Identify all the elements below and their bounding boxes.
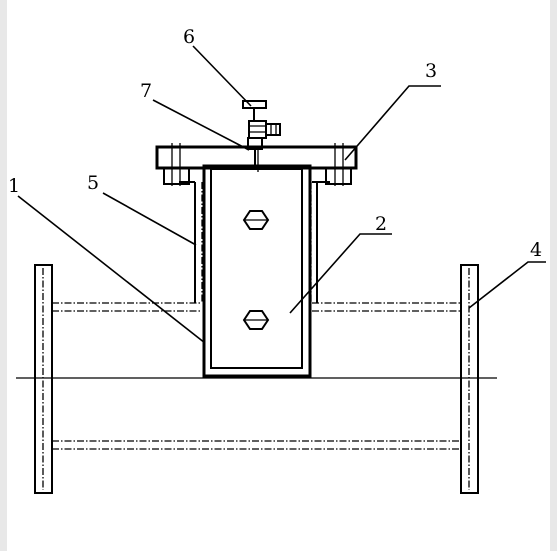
leader-6 bbox=[192, 45, 252, 107]
filter-cartridge bbox=[202, 164, 312, 378]
right-pipe-flange bbox=[460, 264, 479, 494]
main-pipe-body bbox=[52, 302, 461, 450]
callout-6: 6 bbox=[183, 26, 195, 48]
branch-housing bbox=[179, 181, 330, 303]
callout-7: 7 bbox=[140, 80, 152, 102]
leader-4 bbox=[468, 261, 546, 309]
vent-valve bbox=[242, 100, 281, 172]
leader-7 bbox=[152, 99, 250, 151]
upper-hex-bolt bbox=[242, 210, 270, 230]
callout-2: 2 bbox=[375, 213, 387, 235]
left-page-edge bbox=[0, 0, 7, 551]
leader-1 bbox=[17, 195, 206, 344]
callout-5: 5 bbox=[87, 172, 99, 194]
left-pipe-flange bbox=[34, 264, 53, 494]
callout-3: 3 bbox=[425, 60, 437, 82]
callout-1: 1 bbox=[8, 175, 20, 197]
leader-2 bbox=[289, 233, 392, 314]
leader-3 bbox=[344, 85, 441, 161]
leader-5 bbox=[102, 192, 197, 246]
callout-4: 4 bbox=[530, 239, 542, 261]
right-page-edge bbox=[550, 0, 557, 551]
lower-hex-bolt bbox=[242, 310, 270, 330]
